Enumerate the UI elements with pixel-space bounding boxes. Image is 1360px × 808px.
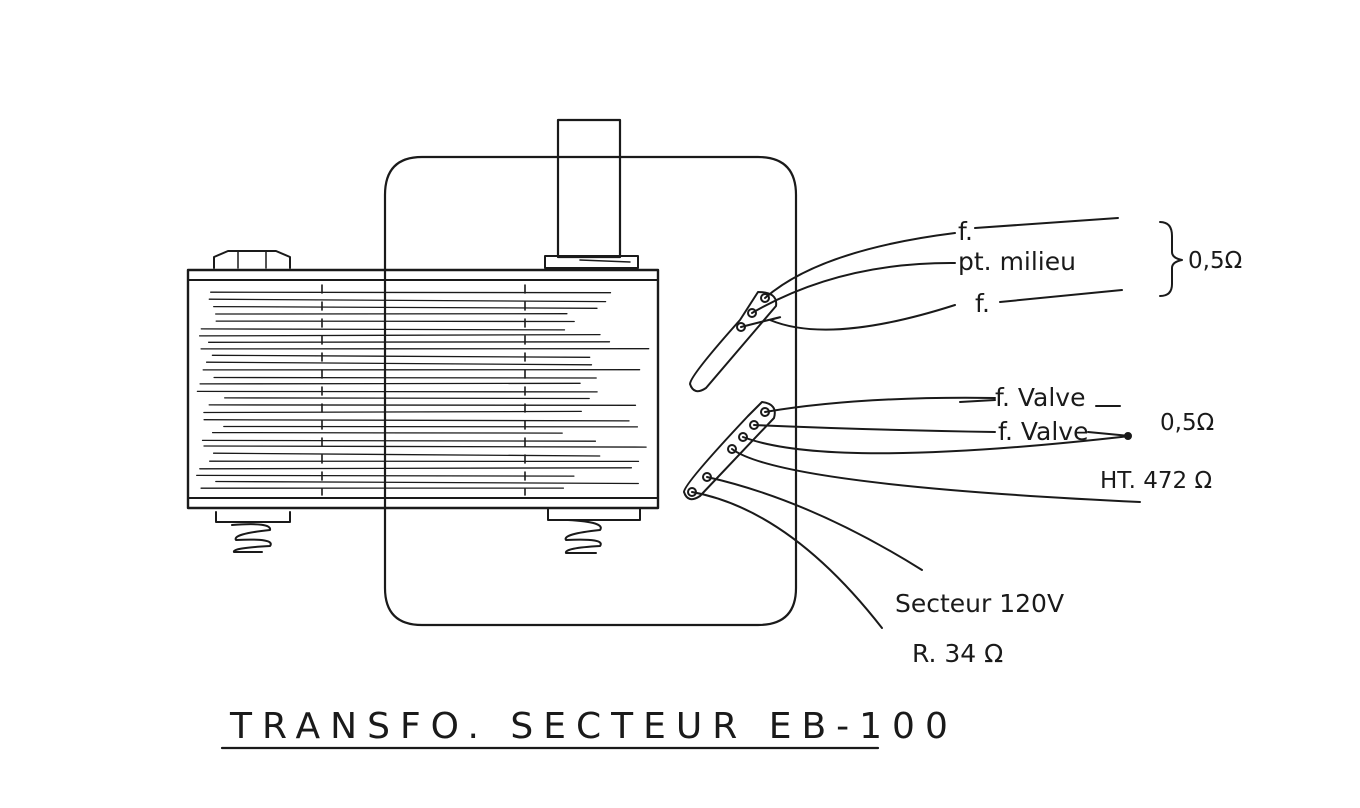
label-f-bottom: f. <box>975 289 990 318</box>
mounting-frame <box>383 155 798 627</box>
lamination-line <box>199 382 581 385</box>
label-f-top: f. <box>958 217 973 246</box>
diagram-title: TRANSFO. SECTEUR EB-100 <box>229 706 958 747</box>
lamination-line <box>212 452 601 457</box>
lamination-line <box>196 390 598 393</box>
lamination-line <box>201 439 597 442</box>
lamination-line <box>199 467 633 470</box>
lamination-line <box>205 361 593 366</box>
top-bolt-left <box>213 250 291 269</box>
label-f-valve-1: f. Valve <box>995 383 1085 412</box>
lamination-line <box>211 431 563 434</box>
lamination-line <box>210 291 612 294</box>
top-post <box>556 118 622 259</box>
lower-terminal-strip <box>683 401 776 501</box>
lamination-line <box>203 445 647 448</box>
lamination-line <box>207 341 611 343</box>
label-secteur-resistance: R. 34 Ω <box>912 639 1003 668</box>
label-valve-value: 0,5Ω <box>1160 410 1214 436</box>
lamination-line <box>203 410 582 414</box>
secondary-wires <box>691 396 1141 629</box>
top-bolt-right <box>544 255 639 269</box>
lamination-line <box>208 298 607 303</box>
label-secteur: Secteur 120V <box>895 589 1064 618</box>
lamination-line <box>198 333 601 337</box>
lamination-line <box>224 397 590 400</box>
lamination-line <box>203 419 630 422</box>
lamination-line <box>196 474 575 477</box>
bottom-screw-right <box>547 507 641 554</box>
filament-wires <box>740 217 1183 331</box>
label-bracket-value: 0,5Ω <box>1188 248 1242 274</box>
label-ht-value: HT. 472 Ω <box>1100 468 1212 494</box>
label-f-valve-2: f. Valve <box>998 417 1088 446</box>
lamination-line <box>200 328 566 331</box>
lamination-line <box>215 480 639 485</box>
lamination-line <box>211 354 591 358</box>
lamination-line <box>213 305 598 309</box>
label-pt-milieu: pt. milieu <box>958 247 1076 276</box>
bottom-screw-left <box>215 511 291 553</box>
transformer-core <box>186 268 660 510</box>
lamination-line <box>213 376 597 379</box>
